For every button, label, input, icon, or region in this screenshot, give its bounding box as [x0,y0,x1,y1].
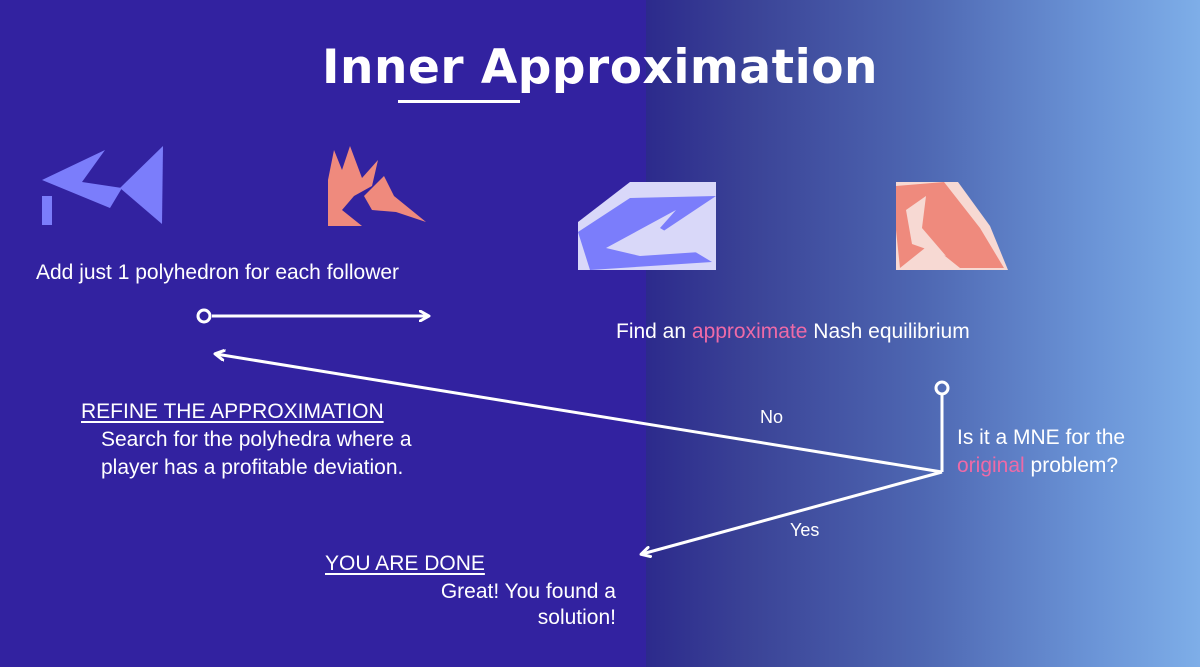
decision-stem [934,380,950,472]
find-equilibrium-suffix: Nash equilibrium [807,320,970,343]
player2-approximation-shape [896,182,1008,270]
find-equilibrium-label: Find an approximate Nash equilibrium [616,318,970,346]
player2-polyhedra-shape [328,146,426,226]
approximate-highlight: approximate [691,320,808,343]
find-equilibrium-prefix: Find an [616,320,692,343]
edge-label-no: No [760,407,784,427]
player1-polyhedra-shape [42,146,163,225]
done-heading: YOU ARE DONE [325,552,485,575]
refine-heading: REFINE THE APPROXIMATION [81,400,384,423]
original-highlight: original [957,454,1025,477]
title-underline [398,100,520,103]
question-line1: Is it a MNE for the [957,426,1126,449]
done-line2: solution! [537,606,616,629]
left-background-panel [0,0,646,667]
page-title: Inner Approximation [322,40,878,95]
add-polyhedron-label: Add just 1 polyhedron for each follower [36,261,400,284]
refine-line2: player has a profitable deviation. [101,456,404,479]
refine-line1: Search for the polyhedra where a [101,428,412,451]
done-line1: Great! You found a [440,580,616,603]
no-arrow [216,354,943,474]
player1-approximation-shape [578,182,716,270]
forward-arrow [196,308,428,324]
yes-arrow [642,470,943,554]
edge-label-yes: Yes [790,520,820,540]
question-line2-suffix: problem? [1024,454,1119,477]
question-line2: original problem? [957,452,1118,480]
right-gradient-panel [646,0,1200,667]
